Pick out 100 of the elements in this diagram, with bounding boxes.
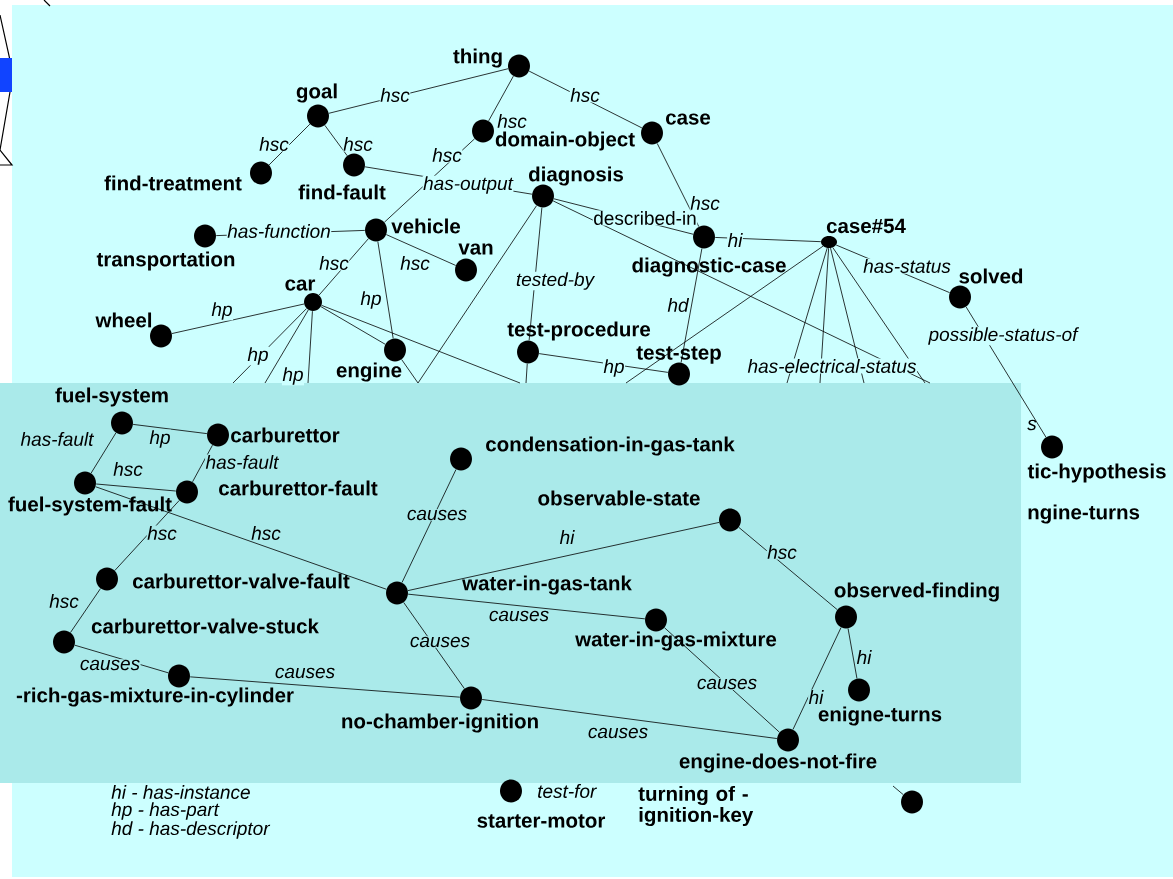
concept-node: car bbox=[285, 279, 322, 311]
relation-line bbox=[70, 588, 101, 633]
relation-line bbox=[792, 627, 842, 730]
relation-line bbox=[171, 303, 305, 334]
relation-line bbox=[714, 237, 822, 243]
node-label: find-fault bbox=[298, 184, 386, 200]
relation-line bbox=[307, 310, 313, 384]
node-label: condensation-in-gas-tank bbox=[486, 436, 735, 456]
concept-node: case#54 bbox=[821, 218, 906, 248]
node-label: vehicle bbox=[391, 218, 461, 234]
relation-line bbox=[321, 304, 521, 384]
relation-line bbox=[625, 245, 824, 384]
node-label: diagnosis bbox=[529, 166, 624, 186]
node-label: wheel bbox=[95, 312, 152, 328]
concept-node: tic-hypothesis bbox=[1027, 435, 1166, 483]
relation-line bbox=[786, 247, 828, 384]
node-label: carburettor-fault bbox=[219, 480, 378, 496]
concept-node: condensation-in-gas-tank bbox=[450, 436, 735, 471]
relation-line bbox=[680, 248, 703, 363]
concept-node: carburettor-valve-fault bbox=[96, 567, 350, 591]
node-label: solved bbox=[959, 268, 1023, 284]
relation-line bbox=[132, 424, 208, 434]
concept-label: turning of -ignition-key bbox=[638, 785, 754, 827]
relation-line bbox=[192, 444, 213, 483]
relation-line bbox=[481, 699, 778, 739]
relation-line bbox=[232, 308, 307, 384]
node-label: tic-hypothesis bbox=[1027, 463, 1166, 483]
relation-line bbox=[538, 353, 669, 373]
concept-node: thing bbox=[453, 48, 530, 78]
relation-line bbox=[488, 75, 514, 122]
edge-label: causes bbox=[696, 678, 758, 690]
relation-line bbox=[417, 205, 537, 384]
concept-node: vehicle bbox=[365, 218, 461, 242]
concept-node: carburettor bbox=[207, 423, 340, 447]
node-label: carburettor-valve-stuck bbox=[91, 618, 319, 634]
relation-line bbox=[819, 247, 829, 384]
relation-line bbox=[401, 469, 457, 583]
concept-node: water-in-gas-tank bbox=[386, 575, 632, 605]
relation-line bbox=[656, 142, 700, 228]
relation-line bbox=[892, 785, 904, 796]
edge-label: causes bbox=[409, 636, 471, 648]
relation-line bbox=[189, 676, 461, 698]
concept-node: carburettor-fault bbox=[176, 480, 378, 504]
relation-line bbox=[401, 359, 419, 384]
legend-text: hi - has-instance bbox=[111, 785, 250, 799]
node-label: car bbox=[285, 279, 316, 291]
node-label: observed-finding bbox=[834, 582, 999, 602]
node-label: transportation bbox=[96, 251, 235, 271]
node-label: enigne-turns bbox=[818, 706, 942, 726]
node-label: engine-does-not-fire bbox=[679, 753, 877, 773]
concept-node: goal bbox=[296, 83, 337, 128]
concept-node: carburettor-valve-stuck bbox=[53, 618, 319, 654]
node-label: starter-motor bbox=[477, 814, 606, 828]
node-label: goal bbox=[296, 83, 337, 103]
concept-node: water-in-gas-mixture bbox=[575, 608, 777, 651]
concept-node bbox=[901, 790, 923, 814]
legend-text: hp - has-part bbox=[111, 802, 220, 820]
relation-line bbox=[385, 234, 457, 266]
edge-label: causes bbox=[79, 659, 141, 671]
node-label: observable-state bbox=[538, 490, 700, 506]
concept-node: engine bbox=[336, 338, 406, 382]
concept-label: ngine-turns bbox=[1028, 504, 1140, 524]
concept-node: find-fault bbox=[298, 153, 386, 200]
relation-label: s bbox=[1027, 419, 1037, 431]
relation-line bbox=[552, 200, 931, 384]
concept-node: engine-does-not-fire bbox=[679, 728, 877, 773]
relation-label: test-for bbox=[538, 784, 597, 798]
relation-line bbox=[95, 486, 387, 590]
concept-node: find-treatment bbox=[104, 161, 272, 191]
legend-text: hd - has-descriptor bbox=[111, 821, 271, 839]
node-label: van bbox=[458, 243, 493, 255]
node-label: case#54 bbox=[826, 218, 906, 234]
concept-node: case bbox=[641, 113, 711, 145]
node-label: fuel-system bbox=[55, 387, 168, 407]
node-label: domain-object bbox=[495, 131, 635, 151]
relation-line bbox=[114, 500, 180, 571]
relation-line bbox=[832, 247, 926, 384]
relation-line bbox=[525, 363, 528, 384]
concept-node: wheel bbox=[95, 312, 172, 348]
relation-line bbox=[664, 627, 780, 733]
relation-line bbox=[320, 306, 386, 345]
node-label: carburettor bbox=[231, 427, 340, 443]
node-label: thing bbox=[453, 48, 502, 68]
node-label: no-chamber-ignition bbox=[342, 713, 538, 733]
edge-label: causes bbox=[274, 667, 336, 679]
edge-label: causes bbox=[587, 727, 649, 739]
node-label: carburettor-valve-fault bbox=[133, 573, 350, 589]
node-label: case bbox=[666, 113, 711, 125]
edge-label: causes bbox=[406, 509, 468, 521]
concept-node: diagnosis bbox=[529, 166, 623, 208]
edge-label: causes bbox=[488, 610, 550, 622]
relation-line bbox=[847, 628, 858, 679]
relation-line bbox=[738, 526, 838, 611]
node-label: test-procedure bbox=[507, 321, 651, 341]
relation-line bbox=[377, 241, 394, 339]
relation-line bbox=[90, 432, 117, 474]
concept-node: solved bbox=[949, 268, 1023, 309]
concept-node: van bbox=[455, 243, 493, 282]
relation-line bbox=[268, 123, 311, 166]
relation-line bbox=[830, 247, 865, 384]
